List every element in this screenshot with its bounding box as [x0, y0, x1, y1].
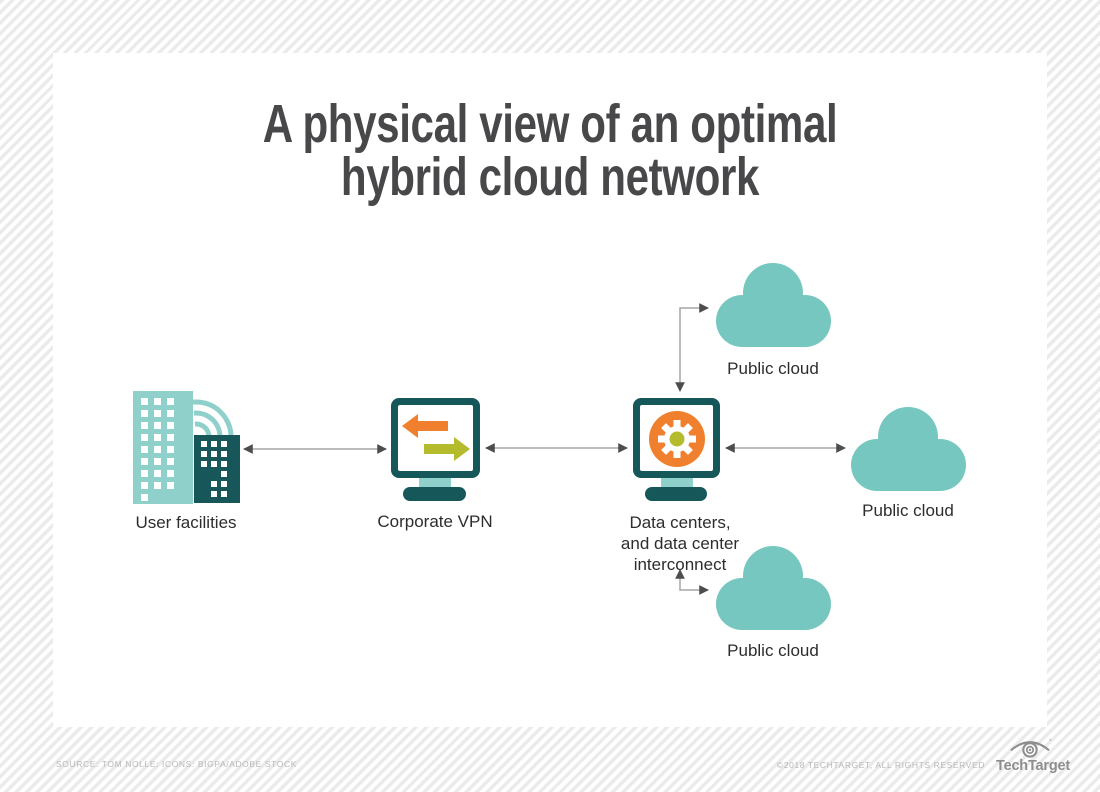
page-title-line2: hybrid cloud network — [340, 147, 760, 207]
monitor-neck — [661, 478, 693, 488]
building-dark-icon — [194, 435, 240, 503]
building-light-icon — [133, 391, 193, 504]
datacenter-monitor-icon — [633, 398, 720, 478]
page-title-line1: A physical view of an optimal — [262, 94, 838, 154]
monitor-neck — [419, 478, 451, 488]
content-card — [53, 53, 1047, 727]
vpn-monitor-icon — [391, 398, 480, 478]
source-credit: SOURCE: TOM NOLLE: ICONS: BIGPA/ADOBE ST… — [56, 759, 298, 769]
label-public-cloud-top: Public cloud — [727, 359, 819, 378]
label-public-cloud-right: Public cloud — [862, 501, 954, 520]
monitor-base — [645, 487, 707, 501]
eye-target-icon — [1010, 738, 1052, 758]
monitor-base — [403, 487, 466, 501]
label-data-centers: Data centers, and data center interconne… — [620, 513, 740, 574]
techtarget-logo: TechTarget — [996, 737, 1071, 774]
label-user-facilities: User facilities — [135, 513, 237, 532]
brand-name: TechTarget — [996, 758, 1071, 774]
copyright-text: ©2018 TECHTARGET, ALL RIGHTS RESERVED — [776, 760, 985, 770]
label-public-cloud-bottom: Public cloud — [727, 641, 819, 660]
label-corporate-vpn: Corporate VPN — [377, 512, 493, 531]
page-title: A physical view of an optimal hybrid clo… — [162, 94, 937, 207]
